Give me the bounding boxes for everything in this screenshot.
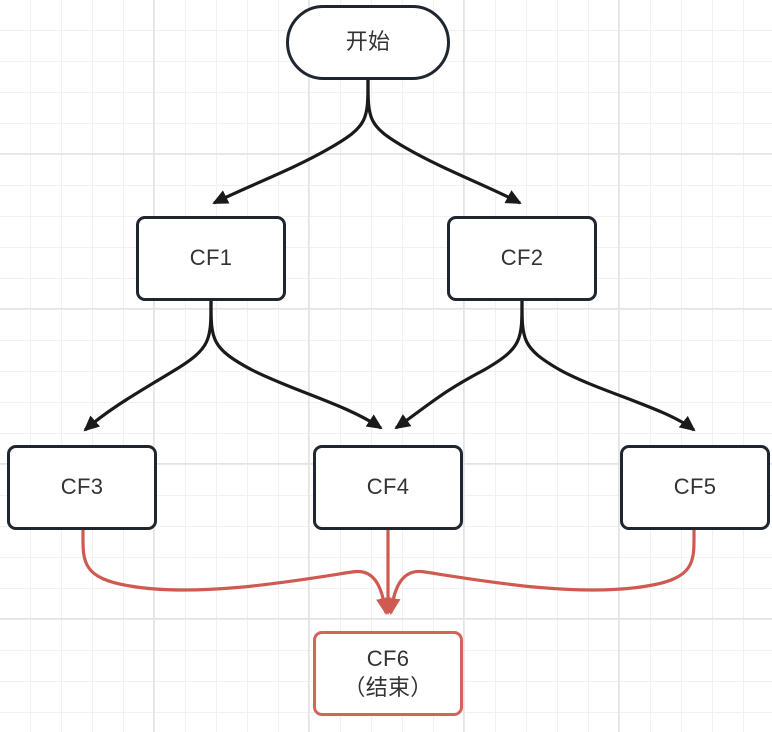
node-cf4[interactable]: CF4 [313,445,463,530]
node-cf1[interactable]: CF1 [136,216,286,301]
node-cf5-label: CF5 [673,474,717,500]
node-cf6-label-line2: （结束） [343,674,433,700]
node-cf2-label: CF2 [500,245,544,271]
node-cf4-label: CF4 [366,474,410,500]
edge-start-to-cf1 [212,79,370,205]
node-cf3-label: CF3 [60,474,104,500]
node-cf2[interactable]: CF2 [447,216,597,301]
edge-cf2-to-cf5 [520,300,696,432]
node-start-label: 开始 [345,29,391,55]
node-cf1-label: CF1 [189,245,233,271]
edge-start-to-cf2 [366,79,522,205]
node-cf3[interactable]: CF3 [7,445,157,530]
node-start[interactable]: 开始 [286,5,450,80]
edge-cf1-to-cf3 [83,300,213,432]
edge-cf5-to-cf6 [384,529,696,616]
edge-cf1-to-cf4 [209,300,383,430]
node-cf6-label-line1: CF6 [366,646,410,672]
edge-cf2-to-cf4 [394,300,524,430]
edge-cf3-to-cf6 [81,529,392,616]
node-cf5[interactable]: CF5 [620,445,770,530]
node-cf6-end[interactable]: CF6 （结束） [313,631,463,716]
